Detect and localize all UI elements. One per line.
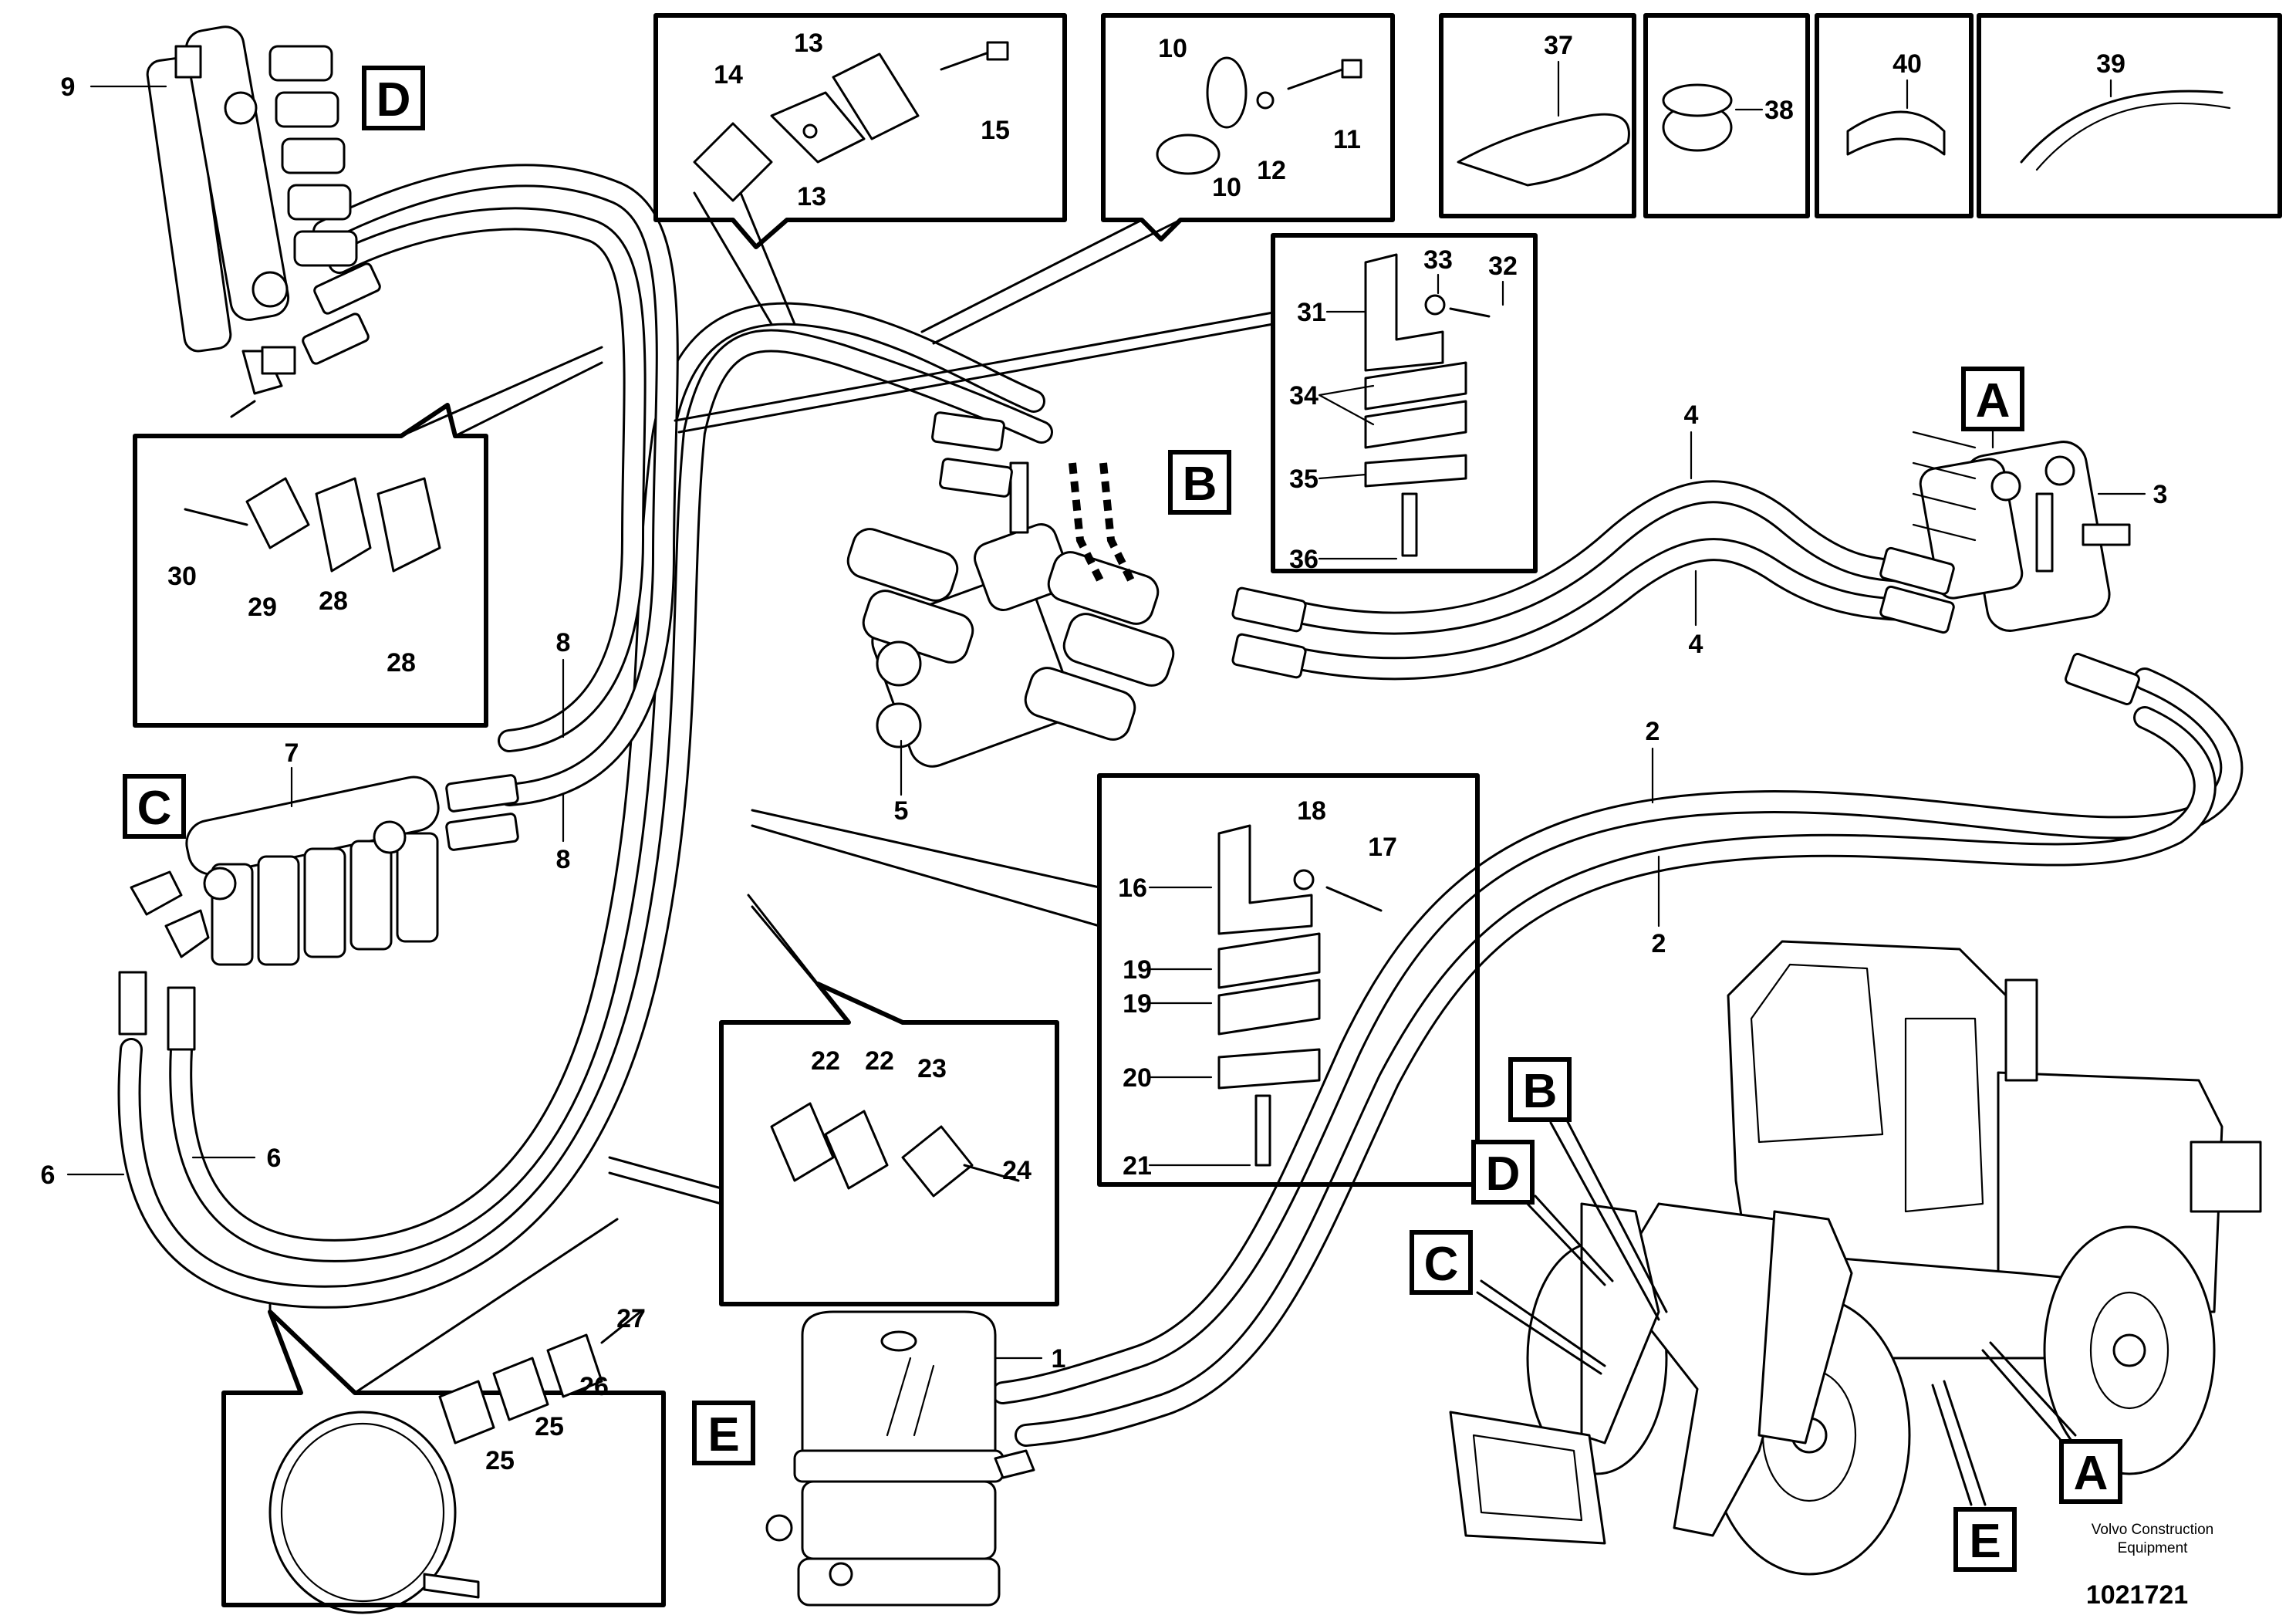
- part-number: 1021721: [2086, 1580, 2188, 1610]
- callout-15: 15: [981, 116, 1010, 145]
- callout-13: 13: [794, 29, 823, 58]
- callout-2: 2: [1652, 929, 1666, 958]
- callout-8: 8: [556, 628, 571, 657]
- letter-box-c: C: [123, 774, 186, 839]
- caption-block: Volvo Construction Equipment 1021721: [2086, 1522, 2213, 1610]
- callout-19: 19: [1123, 955, 1152, 985]
- wheel-loader: [1449, 940, 2262, 1576]
- callout-28: 28: [387, 648, 416, 678]
- callout-25: 25: [485, 1446, 515, 1475]
- callout-5: 5: [894, 796, 909, 826]
- callout-25: 25: [535, 1412, 564, 1441]
- callout-10: 10: [1158, 34, 1187, 63]
- letter-e: E: [1969, 1515, 2001, 1568]
- letter-box-d: D: [362, 66, 425, 130]
- callout-22: 22: [811, 1046, 840, 1076]
- letter-box-e: E: [692, 1401, 755, 1465]
- caption-line-2: Equipment: [2118, 1540, 2189, 1556]
- callout-11: 11: [1333, 125, 1361, 154]
- callout-19: 19: [1123, 989, 1152, 1019]
- letter-a: A: [1976, 374, 2011, 427]
- callout-9: 9: [61, 73, 76, 102]
- callout-8: 8: [556, 845, 571, 874]
- callout-3: 3: [2153, 480, 2168, 509]
- callout-37: 37: [1544, 31, 1573, 60]
- callout-34: 34: [1289, 381, 1319, 411]
- detail-box-28-30: [133, 346, 603, 728]
- callout-36: 36: [1289, 545, 1319, 574]
- detail-box-13-15: [653, 13, 1067, 326]
- callout-1: 1: [1052, 1344, 1066, 1374]
- letter-box-c: C: [1410, 1230, 1473, 1295]
- callout-31: 31: [1297, 298, 1326, 327]
- hose-lines: [117, 164, 2244, 1447]
- distributor-d: [146, 25, 381, 418]
- callout-26: 26: [579, 1372, 609, 1401]
- letter-c: C: [137, 782, 172, 835]
- callout-12: 12: [1257, 156, 1286, 185]
- callout-38: 38: [1764, 96, 1794, 125]
- callout-29: 29: [248, 593, 277, 622]
- callout-6: 6: [41, 1161, 56, 1190]
- callout-21: 21: [1123, 1151, 1152, 1181]
- leader-lines: [66, 60, 2146, 1360]
- letter-d: D: [1486, 1147, 1521, 1201]
- letter-a: A: [2074, 1447, 2109, 1500]
- letter-box-a: A: [2059, 1439, 2122, 1504]
- callout-33: 33: [1423, 245, 1453, 275]
- letter-e: E: [707, 1408, 739, 1461]
- callout-24: 24: [1002, 1156, 1032, 1185]
- callout-16: 16: [1118, 874, 1147, 903]
- letter-box-e: E: [1953, 1507, 2017, 1572]
- callout-10: 10: [1212, 173, 1241, 202]
- callout-7: 7: [285, 738, 299, 768]
- reservoir-e: [765, 1310, 1035, 1607]
- detail-box-37: [1439, 13, 1636, 218]
- machine-pointers: [1476, 1117, 2077, 1506]
- callout-13: 13: [797, 182, 826, 211]
- detail-box-31-36: [674, 233, 1538, 573]
- letter-c: C: [1424, 1238, 1459, 1291]
- letter-box-d: D: [1471, 1140, 1535, 1205]
- callout-numbers: 1223445667889101011121313141516171819192…: [41, 29, 2168, 1475]
- detail-box-10-12: [920, 13, 1395, 345]
- distributor-c: [118, 774, 519, 1051]
- caption-line-1: Volvo Construction: [2092, 1522, 2213, 1538]
- letter-b: B: [1183, 458, 1217, 511]
- callout-39: 39: [2096, 49, 2125, 79]
- letter-box-a: A: [1961, 367, 2024, 431]
- distributor-b: [846, 411, 1307, 768]
- detail-box-38: [1643, 13, 1810, 218]
- letter-box-b: B: [1508, 1057, 1572, 1122]
- detail-box-40: [1815, 13, 1974, 218]
- callout-20: 20: [1123, 1063, 1152, 1093]
- callout-28: 28: [319, 586, 348, 616]
- callout-17: 17: [1368, 833, 1397, 862]
- detail-box-22-24: [608, 894, 1059, 1306]
- callout-4: 4: [1689, 630, 1703, 659]
- letter-box-b: B: [1168, 450, 1231, 515]
- detail-box-16-21: [751, 773, 1480, 1187]
- detail-box-39: [1977, 13, 2282, 218]
- callout-35: 35: [1289, 465, 1319, 494]
- letter-d: D: [376, 73, 411, 127]
- callout-2: 2: [1646, 717, 1660, 746]
- callout-27: 27: [616, 1304, 646, 1333]
- callout-6: 6: [267, 1144, 282, 1173]
- callout-14: 14: [714, 60, 743, 90]
- callout-22: 22: [865, 1046, 894, 1076]
- callout-18: 18: [1297, 796, 1326, 826]
- callout-30: 30: [167, 562, 197, 591]
- callout-32: 32: [1488, 252, 1518, 281]
- detail-box-25-27: [221, 1218, 666, 1614]
- callout-23: 23: [917, 1054, 947, 1083]
- distributor-a: [1879, 431, 2140, 705]
- callout-4: 4: [1684, 400, 1699, 430]
- letter-b: B: [1523, 1065, 1558, 1118]
- callout-40: 40: [1893, 49, 1922, 79]
